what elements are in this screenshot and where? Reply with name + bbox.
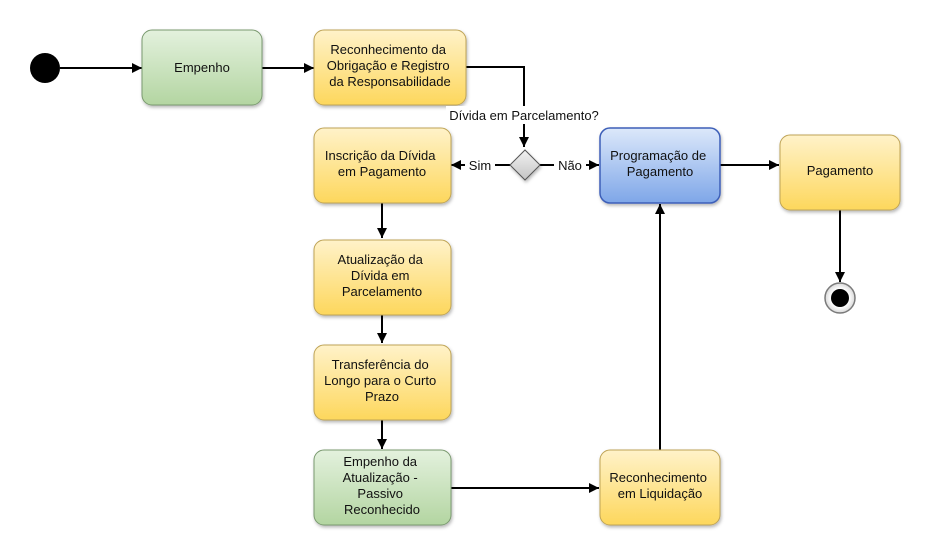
node-pagamento: Pagamento <box>779 134 901 211</box>
node-transferencia-line: Longo para o Curto <box>324 373 436 388</box>
node-atualizacao-divida: Atualização da Dívida em Parcelamento <box>313 239 452 316</box>
svg-text:Reconhecimento da Obriga: Reconhecimento da Obrigação e Registro d… <box>327 42 453 89</box>
svg-text:Empenho: Empenho <box>174 60 230 75</box>
node-transferencia: Transferência do Longo para o Curto Praz… <box>313 344 452 421</box>
edge-label-nao: Não <box>558 158 582 173</box>
svg-text:Empenho da Atualização -: Empenho da Atualização - Passivo Reconhe… <box>343 454 422 517</box>
decision-question-label: Dívida em Parcelamento? <box>449 108 599 123</box>
node-pagamento-line: Pagamento <box>807 163 874 178</box>
node-atualizacao-divida-line: Atualização da <box>338 252 424 267</box>
node-atualizacao-divida-line: Parcelamento <box>342 284 422 299</box>
node-inscricao-divida-line: em Pagamento <box>338 164 426 179</box>
node-empenho-atualizacao-line: Reconhecido <box>344 502 420 517</box>
node-inscricao-divida-line: Inscrição da Dívida <box>325 148 436 163</box>
node-transferencia-line: Transferência do <box>332 357 429 372</box>
node-inscricao-divida: Inscrição da Dívida em Pagamento <box>313 127 452 204</box>
node-reconhecimento-obrigacao-line: da Responsabilidade <box>329 74 450 89</box>
node-reconhecimento-obrigacao: Reconhecimento da Obrigação e Registro d… <box>313 29 467 106</box>
node-programacao-pagamento-line: Pagamento <box>627 164 694 179</box>
node-transferencia-line: Prazo <box>365 389 399 404</box>
node-empenho-line: Empenho <box>174 60 230 75</box>
node-empenho-atualizacao: Empenho da Atualização - Passivo Reconhe… <box>313 449 452 526</box>
node-programacao-pagamento-line: Programação de <box>610 148 706 163</box>
node-reconhecimento-obrigacao-line: Obrigação e Registro <box>327 58 450 73</box>
nao-label-background <box>554 157 586 174</box>
svg-text:Transferência do Longo p: Transferência do Longo para o Curto Praz… <box>324 357 440 404</box>
decision-node <box>509 149 541 181</box>
node-empenho-atualizacao-line: Atualização - <box>343 470 418 485</box>
node-reconhecimento-obrigacao-line: Reconhecimento da <box>330 42 446 57</box>
node-empenho-atualizacao-line: Empenho da <box>343 454 417 469</box>
node-atualizacao-divida-line: Dívida em <box>351 268 410 283</box>
svg-text:Inscrição da Dívida em P: Inscrição da Dívida em Pagamento <box>325 148 439 179</box>
svg-text:Pagamento: Pagamento <box>807 163 874 178</box>
node-reconhecimento-liquidacao-line: Reconhecimento <box>609 470 707 485</box>
node-empenho: Empenho <box>141 29 263 106</box>
node-empenho-atualizacao-line: Passivo <box>357 486 403 501</box>
final-node <box>824 282 856 314</box>
svg-text:Reconhecimento em Liquid: Reconhecimento em Liquidação <box>609 470 710 501</box>
sim-label-background <box>465 157 495 174</box>
node-programacao-pagamento: Programação de Pagamento <box>599 127 721 204</box>
node-reconhecimento-liquidacao-line: em Liquidação <box>618 486 703 501</box>
initial-node <box>30 53 60 83</box>
svg-text:Programação de Pagamento: Programação de Pagamento <box>610 148 710 179</box>
svg-text:Atualização da Dívida em: Atualização da Dívida em Parcelamento <box>338 252 427 299</box>
decision-question-background <box>446 106 602 124</box>
edge-label-sim: Sim <box>469 158 491 173</box>
node-reconhecimento-liquidacao: Reconhecimento em Liquidação <box>599 449 721 526</box>
